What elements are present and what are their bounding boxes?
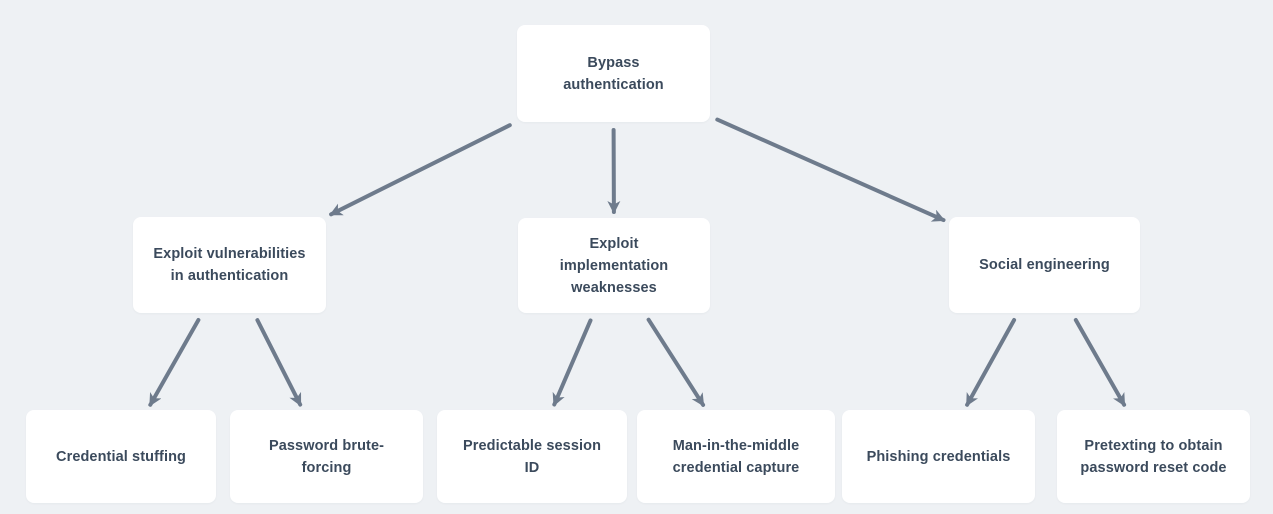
node-label: Predictable session ID <box>462 437 602 476</box>
node-label: Man-in-the-middle credential capture <box>672 437 800 476</box>
edge-arrow <box>148 318 201 407</box>
node-label: Bypass authentication <box>563 54 664 93</box>
node-label: Credential stuffing <box>56 448 186 465</box>
node-exploit-vulnerabilities[interactable]: Exploit vulnerabilities in authenticatio… <box>133 217 326 313</box>
edge-arrow <box>715 117 946 223</box>
node-label: Exploit vulnerabilities in authenticatio… <box>153 246 306 284</box>
node-social-engineering[interactable]: Social engineering <box>949 217 1140 313</box>
edge-arrow <box>552 318 593 407</box>
node-password-brute-forcing[interactable]: Password brute-forcing <box>230 410 423 503</box>
edge-arrow <box>646 317 706 407</box>
node-credential-stuffing[interactable]: Credential stuffing <box>26 410 216 503</box>
node-phishing-credentials[interactable]: Phishing credentials <box>842 410 1035 503</box>
node-label: Password brute-forcing <box>268 437 385 476</box>
edge-arrow <box>329 123 512 217</box>
node-exploit-implementation-weaknesses[interactable]: Exploit implementation weaknesses <box>518 218 710 313</box>
node-label: Social engineering <box>979 257 1110 273</box>
node-predictable-session-id[interactable]: Predictable session ID <box>437 410 627 503</box>
node-label: Pretexting to obtain password reset code <box>1080 437 1227 476</box>
edge-arrow <box>965 318 1017 407</box>
node-label: Phishing credentials <box>866 448 1011 465</box>
edge-arrow <box>255 318 303 407</box>
node-pretexting-password-reset[interactable]: Pretexting to obtain password reset code <box>1057 410 1250 503</box>
node-man-in-the-middle-credential-capture[interactable]: Man-in-the-middle credential capture <box>637 410 835 503</box>
edge-arrow <box>1073 318 1127 407</box>
node-label: Exploit implementation weaknesses <box>559 235 669 296</box>
node-bypass-authentication[interactable]: Bypass authentication <box>517 25 710 122</box>
